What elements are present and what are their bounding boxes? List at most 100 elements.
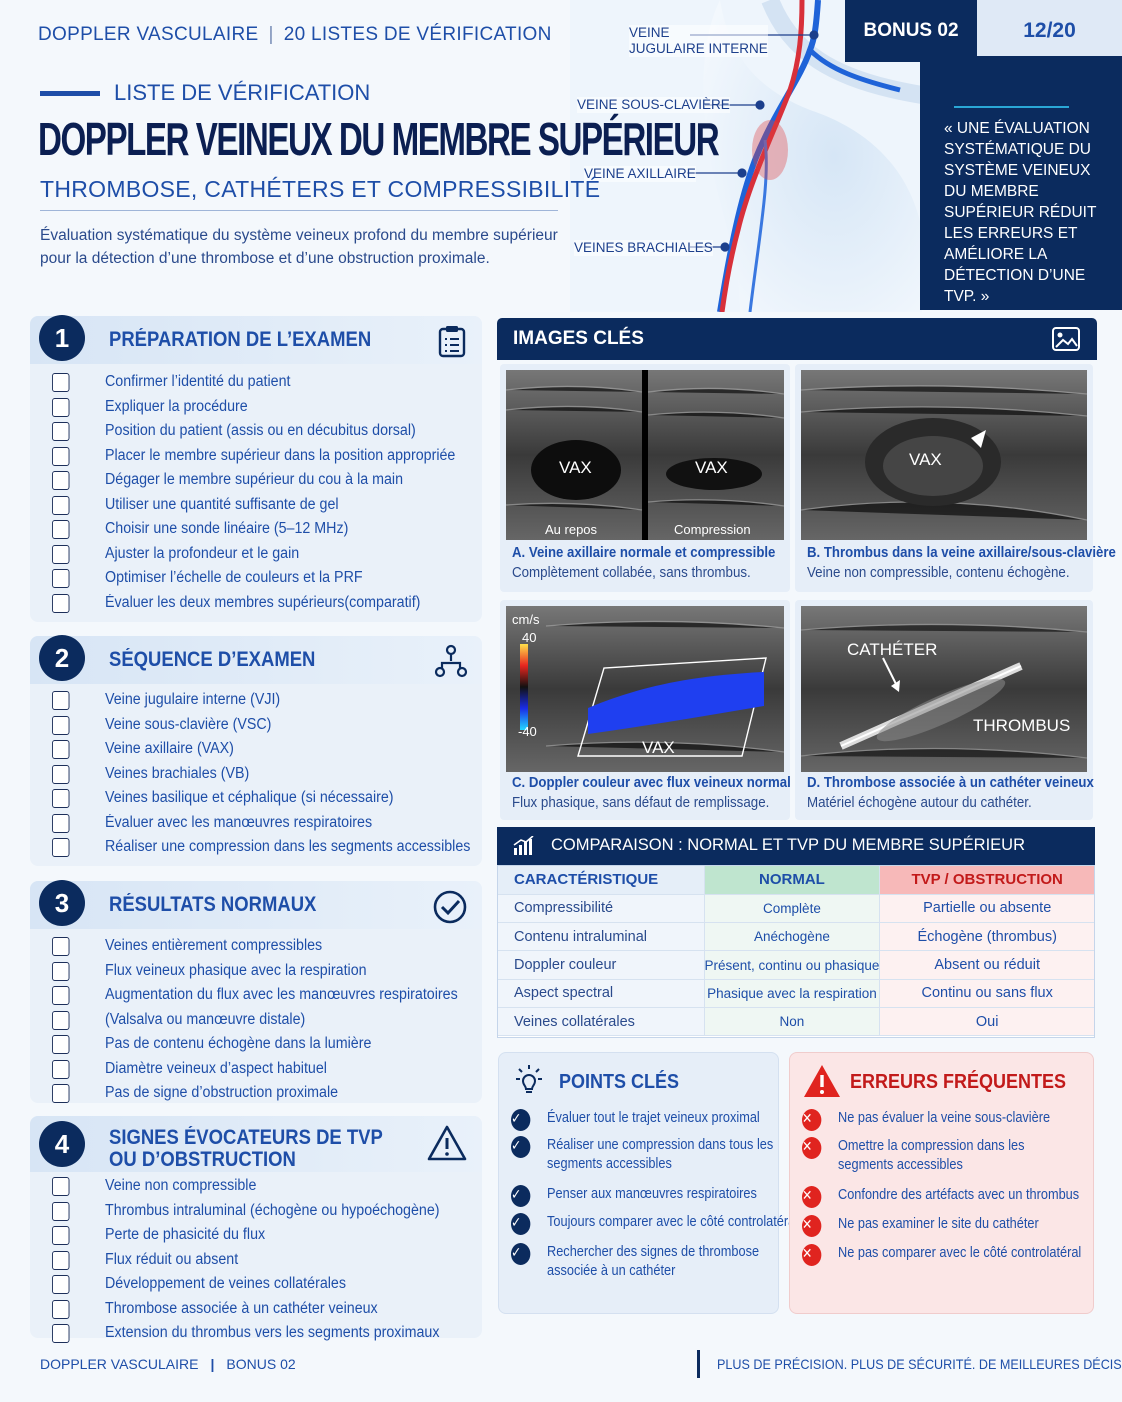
ultrasound-image-b: VAX: [801, 370, 1087, 540]
check-icon: ✓: [511, 1136, 531, 1158]
checklist-item-label: Flux réduit ou absent: [105, 1250, 239, 1268]
sequence-tree-icon: [434, 644, 468, 678]
checklist-item-label: Veines brachiales (VB): [105, 764, 250, 782]
checklist-item-label: Veine axillaire (VAX): [105, 740, 234, 757]
ultrasound-image-a: VAX VAX Au repos Compression: [506, 370, 784, 540]
alert-triangle-icon: [804, 1065, 840, 1097]
images-header: IMAGES CLÉS: [497, 318, 1097, 360]
checklist-item: Utiliser une quantité suffisante de gel: [50, 493, 482, 518]
checkbox[interactable]: [52, 593, 70, 613]
footer-divider: [697, 1350, 700, 1378]
comparison-table: CARACTÉRISTIQUE NORMAL TVP / OBSTRUCTION…: [497, 865, 1095, 1038]
warning-triangle-icon: [427, 1125, 467, 1161]
checkbox[interactable]: [52, 813, 70, 833]
checklist-item-label: Dégager le membre supérieur du cou à la …: [105, 471, 404, 488]
label-vax-doppler: VAX: [642, 738, 675, 757]
checklist-item-label: Confirmer l’identité du patient: [105, 373, 291, 390]
image-d-title: D. Thrombose associée à un cathéter vein…: [807, 774, 1094, 791]
checklist-item: Ajuster la profondeur et le gain: [50, 542, 482, 567]
checkbox[interactable]: [52, 1010, 70, 1030]
checklist-item-label: Évaluer les deux membres supérieurs(comp…: [105, 593, 421, 611]
checkbox[interactable]: [52, 1035, 70, 1054]
label-jugular-vein: VEINE JUGULAIRE INTERNE: [629, 25, 768, 57]
checklist-item-label: Réaliser une compression dans les segmen…: [105, 838, 471, 855]
checkbox[interactable]: [52, 471, 70, 490]
checklist-item-label: Perte de phasicité du flux: [105, 1226, 266, 1243]
x-icon: ✕: [802, 1137, 822, 1159]
table-cell: Oui: [879, 1007, 1094, 1037]
checklist-item-label: Pas de contenu échogène dans la lumière: [105, 1035, 372, 1052]
section-title: SÉQUENCE D’EXAMEN: [109, 648, 316, 671]
section-title: RÉSULTATS NORMAUX: [109, 893, 317, 916]
checkbox[interactable]: [52, 838, 70, 857]
checkbox[interactable]: [52, 740, 70, 759]
label-axillary-vein: VEINE AXILLAIRE: [584, 166, 696, 182]
image-c-title: C. Doppler couleur avec flux veineux nor…: [512, 774, 791, 791]
lightbulb-icon: [516, 1065, 542, 1093]
checkbox[interactable]: [52, 495, 70, 515]
error-item: ✕Ne pas examiner le site du cathéter: [802, 1215, 1066, 1237]
checkbox[interactable]: [52, 422, 70, 441]
checkbox[interactable]: [52, 691, 70, 710]
checklist-item: Veine sous-clavière (VSC): [50, 713, 482, 738]
checklist-item: Thrombose associée à un cathéter veineux: [50, 1297, 482, 1322]
checklist-item: Optimiser l’échelle de couleurs et la PR…: [50, 566, 482, 591]
error-item: ✕Ne pas comparer avec le côté controlaté…: [802, 1244, 1114, 1266]
checkbox[interactable]: [52, 1250, 70, 1270]
checkbox[interactable]: [52, 1201, 70, 1221]
checkbox[interactable]: [52, 986, 70, 1005]
checkbox[interactable]: [52, 715, 70, 735]
checkbox[interactable]: [52, 1275, 70, 1294]
quote-text: « UNE ÉVALUATION SYSTÉMATIQUE DU SYSTÈME…: [944, 120, 1097, 305]
checklist-item-label: Expliquer la procédure: [105, 397, 248, 415]
checkbox[interactable]: [52, 373, 70, 392]
checkbox[interactable]: [52, 569, 70, 588]
checklist-item: Développement de veines collatérales: [50, 1272, 482, 1297]
checkbox[interactable]: [52, 1084, 70, 1103]
list-item-label: Penser aux manœuvres respiratoires: [547, 1186, 757, 1202]
checklist-item-label: Flux veineux phasique avec la respiratio…: [105, 961, 367, 979]
color-scale-top: 40: [522, 630, 537, 645]
quote-divider: [954, 106, 1069, 108]
checkbox[interactable]: [52, 520, 70, 539]
common-errors-box: ERREURS FRÉQUENTES ✕Ne pas évaluer la ve…: [789, 1052, 1094, 1314]
sublabel-rest: Au repos: [545, 522, 598, 537]
checkbox[interactable]: [52, 961, 70, 981]
checkbox[interactable]: [52, 789, 70, 808]
table-cell: Veines collatérales: [498, 1007, 704, 1037]
section-number: 2: [39, 635, 85, 681]
checkbox[interactable]: [52, 1226, 70, 1245]
checkbox[interactable]: [52, 1059, 70, 1079]
table-cell: Phasique avec la respiration: [703, 979, 880, 1008]
key-point-item: ✓Évaluer tout le trajet veineux proximal: [511, 1109, 789, 1131]
checkbox[interactable]: [52, 937, 70, 956]
list-item-label: Toujours comparer avec le côté controlat…: [547, 1214, 799, 1230]
checkbox[interactable]: [52, 1299, 70, 1319]
checklist-item-label: Thrombose associée à un cathéter veineux: [105, 1299, 378, 1317]
checkbox[interactable]: [52, 446, 70, 466]
checklist-item-label: Utiliser une quantité suffisante de gel: [105, 495, 339, 513]
checkbox[interactable]: [52, 764, 70, 784]
quote-box: « UNE ÉVALUATION SYSTÉMATIQUE DU SYSTÈME…: [920, 56, 1122, 321]
image-a-title: A. Veine axillaire normale et compressib…: [512, 544, 776, 561]
page-subtitle: THROMBOSE, CATHÉTERS ET COMPRESSIBILITÉ: [40, 176, 601, 202]
error-item: ✕Omettre la compression dans les segment…: [802, 1137, 1050, 1175]
check-circle-icon: [433, 890, 467, 924]
checkbox[interactable]: [52, 544, 70, 564]
table-cell: Absent ou réduit: [879, 950, 1094, 980]
checkbox[interactable]: [52, 1324, 70, 1343]
checklist-item-label: Veine sous-clavière (VSC): [105, 715, 272, 733]
table-cell: Échogène (thrombus): [879, 922, 1094, 952]
checklist-item-label: Veine non compressible: [105, 1177, 257, 1194]
section-number: 1: [39, 315, 85, 361]
label-vax-compression: VAX: [695, 458, 728, 477]
image-a-description: Complètement collabée, sans thrombus.: [512, 565, 751, 581]
checkbox[interactable]: [52, 1177, 70, 1196]
section-header: 1 PRÉPARATION DE L’EXAMEN: [30, 315, 482, 364]
checklist-item: Pas de contenu échogène dans la lumière: [50, 1032, 482, 1057]
checklist-item: Veines basilique et céphalique (si néces…: [50, 786, 482, 811]
checkbox[interactable]: [52, 397, 70, 417]
common-errors-title: ERREURS FRÉQUENTES: [850, 1071, 1067, 1093]
footer-series: DOPPLER VASCULAIRE: [40, 1356, 199, 1372]
